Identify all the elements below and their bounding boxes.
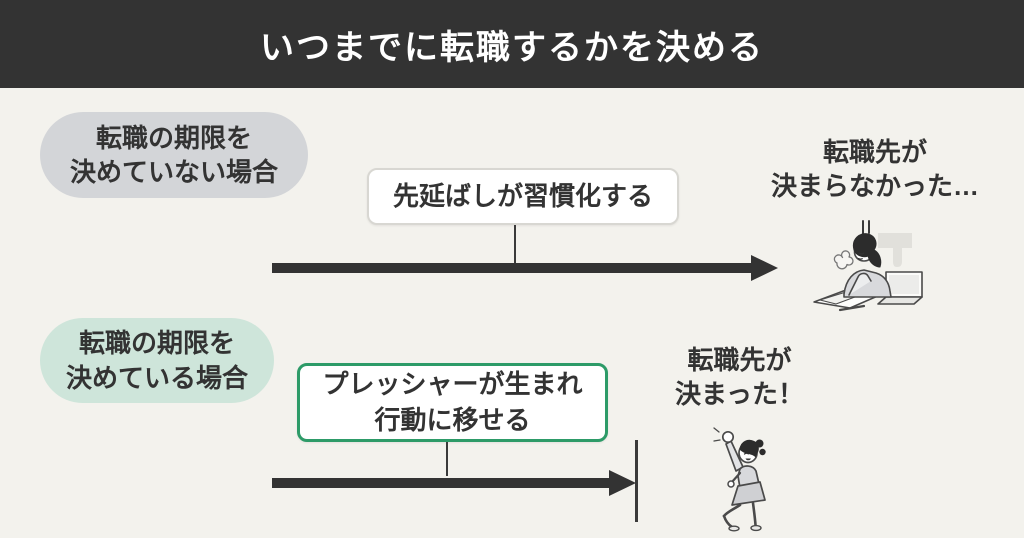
connector-line	[446, 442, 448, 476]
scenario-label-text: 転職の期限を 決めている場合	[65, 328, 248, 393]
scenario-label-pill-with-deadline: 転職の期限を 決めている場合	[40, 318, 274, 403]
timeline-arrow	[272, 470, 636, 496]
scenario-label-text: 転職の期限を 決めていない場合	[69, 122, 278, 187]
consequence-box-procrastination: 先延ばしが習慣化する	[367, 168, 679, 225]
scenario-label-pill-no-deadline: 転職の期限を 決めていない場合	[40, 112, 308, 198]
consequence-box-pressure: プレッシャーが生まれ 行動に移せる	[297, 363, 608, 442]
outcome-text-positive: 転職先が 決まった！	[675, 345, 804, 409]
timeline-arrow	[272, 255, 778, 281]
consequence-text: 先延ばしが習慣化する	[392, 180, 653, 211]
person-jumping-celebration-illustration	[713, 427, 766, 532]
outcome-text-negative: 転職先が 決まらなかった…	[770, 137, 979, 201]
connector-line	[514, 225, 516, 265]
worried-person-at-desk-illustration	[813, 220, 923, 312]
page-title: いつまでに転職するかを決める	[260, 28, 764, 67]
header-bar: いつまでに転職するかを決める	[0, 0, 1024, 88]
deadline-marker-line	[635, 440, 638, 522]
consequence-text: プレッシャーが生まれ 行動に移せる	[322, 369, 583, 435]
